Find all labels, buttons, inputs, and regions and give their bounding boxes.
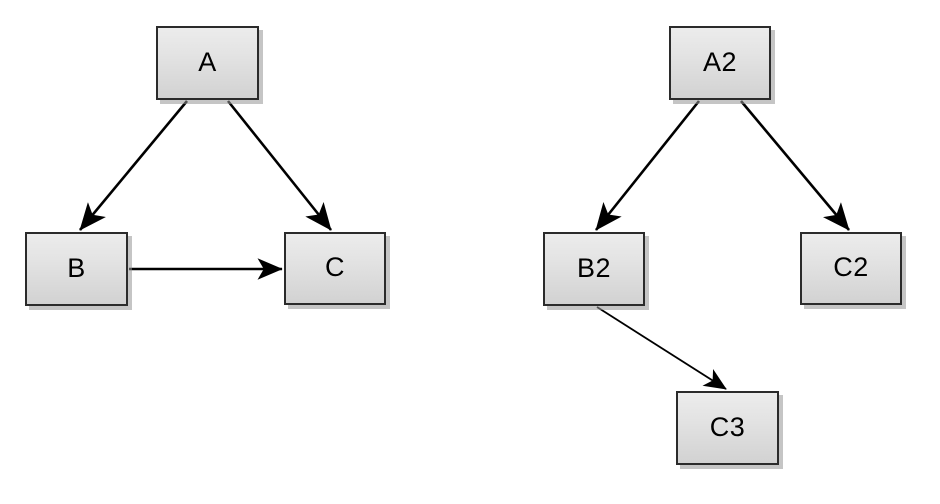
edge-a-c [226, 100, 333, 231]
node-a2-label: A2 [702, 46, 738, 77]
node-c-label: C [325, 252, 345, 282]
edge-a2-c2 [740, 100, 850, 231]
node-a-label: A [198, 46, 217, 77]
edge-a2-b2 [594, 100, 701, 231]
node-b2-label: B2 [576, 252, 612, 283]
node-c2-label: C2 [833, 252, 869, 282]
node-c3[interactable]: C3 [676, 391, 779, 465]
node-a2[interactable]: A2 [669, 26, 771, 100]
node-c3-label: C3 [709, 411, 746, 442]
node-b[interactable]: B [25, 232, 128, 306]
edge-a-b [78, 100, 189, 231]
node-c[interactable]: C [284, 232, 386, 305]
node-c2[interactable]: C2 [800, 232, 902, 305]
node-b-label: B [67, 252, 86, 283]
node-a[interactable]: A [156, 26, 259, 100]
edge-b2-c3 [596, 306, 727, 390]
node-b2[interactable]: B2 [543, 232, 645, 306]
